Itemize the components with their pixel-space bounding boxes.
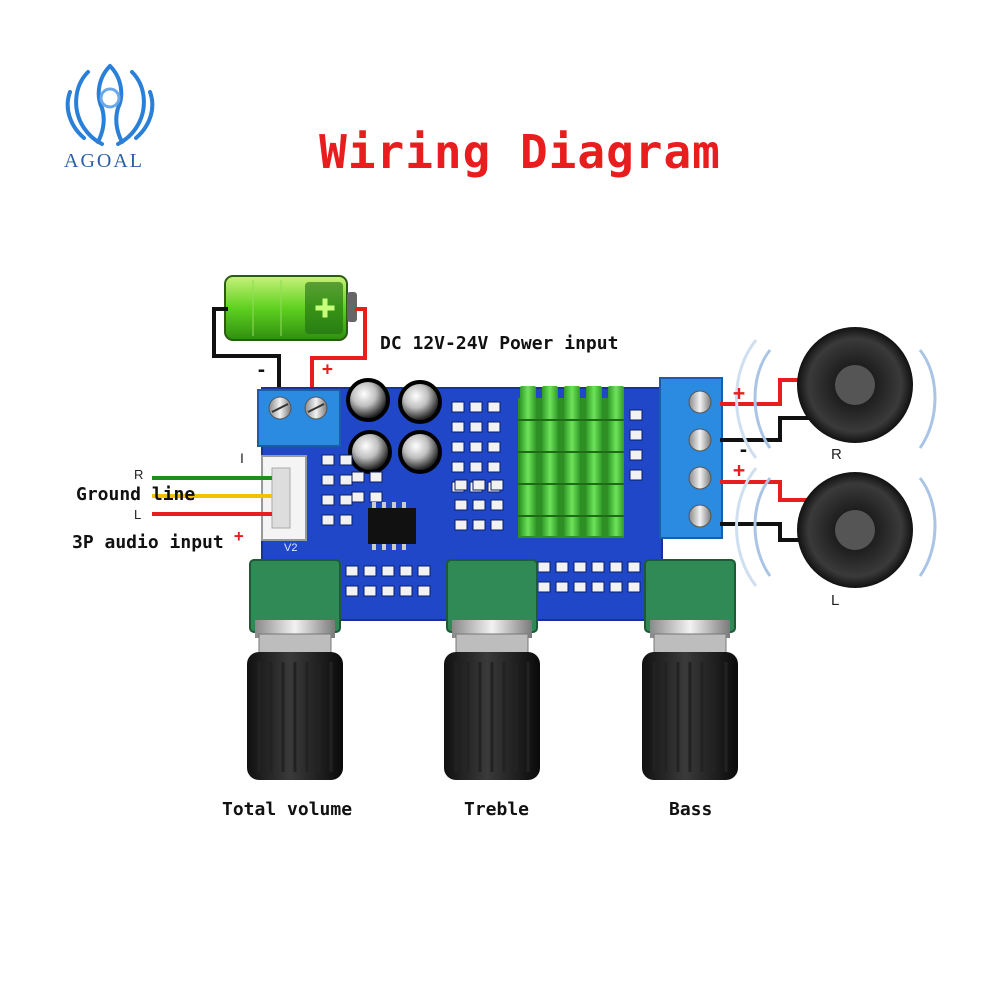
smd-component [472,519,486,531]
smd-component [339,514,353,526]
smd-component [351,491,365,503]
smd-component [351,471,365,483]
speaker-right-icon [735,327,937,459]
smd-component [573,561,587,573]
smd-component [627,561,641,573]
smd-component [555,581,569,593]
smd-component [537,581,551,593]
smd-component [629,409,643,421]
smd-component [321,474,335,486]
smd-component [629,469,643,481]
smd-component [469,461,483,473]
smd-component [487,441,501,453]
smd-component [369,491,383,503]
bass-label: Bass [669,799,713,820]
ground-line-label: Ground line [76,484,196,505]
smd-component [454,479,468,491]
smd-component [399,585,413,597]
audio-r-label: R [134,467,144,482]
speaker-left-icon [735,467,937,588]
smd-component [609,561,623,573]
smd-component [609,581,623,593]
smd-component [472,499,486,511]
smd-component [451,441,465,453]
smd-component [381,585,395,597]
power-input-label: DC 12V-24V Power input [380,333,619,354]
smd-component [381,565,395,577]
smd-component [472,479,486,491]
smd-component [339,494,353,506]
smd-component [417,585,431,597]
page-title: Wiring Diagram [319,125,721,179]
smd-component [469,401,483,413]
board-v2-mark: V2 [284,542,298,554]
logo-text: AGOAL [64,150,144,172]
smd-component [490,519,504,531]
smd-component [363,565,377,577]
smd-component [490,479,504,491]
smd-component [451,421,465,433]
total-volume-label: Total volume [222,799,353,820]
board-i-mark: I [240,450,244,466]
smd-component [555,561,569,573]
smd-component [339,474,353,486]
audio-input-label: 3P audio input [72,532,224,553]
smd-component [339,454,353,466]
smd-component [627,581,641,593]
smd-component [451,401,465,413]
smd-component [321,494,335,506]
potentiometer-knob-icon [247,559,343,780]
audio-plus-label: + [234,526,244,545]
smd-component [591,561,605,573]
speaker-right-minus: - [738,440,749,461]
speaker-right-label: R [831,446,842,463]
smd-component [490,499,504,511]
smd-component [629,449,643,461]
smd-component [454,519,468,531]
treble-label: Treble [464,799,530,820]
smd-component [469,421,483,433]
smd-component [363,585,377,597]
smd-component [345,565,359,577]
smd-component [629,429,643,441]
speaker-left-plus: + [733,458,746,482]
smd-component [537,561,551,573]
speaker-right-plus: + [733,381,746,405]
power-plus-label: + [322,359,333,380]
smd-component [573,581,587,593]
smd-component [321,514,335,526]
power-minus-label: - [256,360,267,381]
logo-icon [65,64,155,146]
smd-component [399,565,413,577]
smd-component [417,565,431,577]
smd-component [487,401,501,413]
smd-component [454,499,468,511]
smd-component [469,441,483,453]
smd-component [487,421,501,433]
smd-component [591,581,605,593]
potentiometer-knob-icon [444,559,540,780]
smd-component [321,454,335,466]
battery-icon [224,275,357,341]
smd-component [345,585,359,597]
audio-l-label: L [134,507,142,522]
smd-component [487,461,501,473]
speaker-left-minus: - [738,514,749,535]
potentiometer-knob-icon [642,559,738,780]
speaker-left-label: L [831,592,840,609]
smd-component [451,461,465,473]
smd-component [369,471,383,483]
